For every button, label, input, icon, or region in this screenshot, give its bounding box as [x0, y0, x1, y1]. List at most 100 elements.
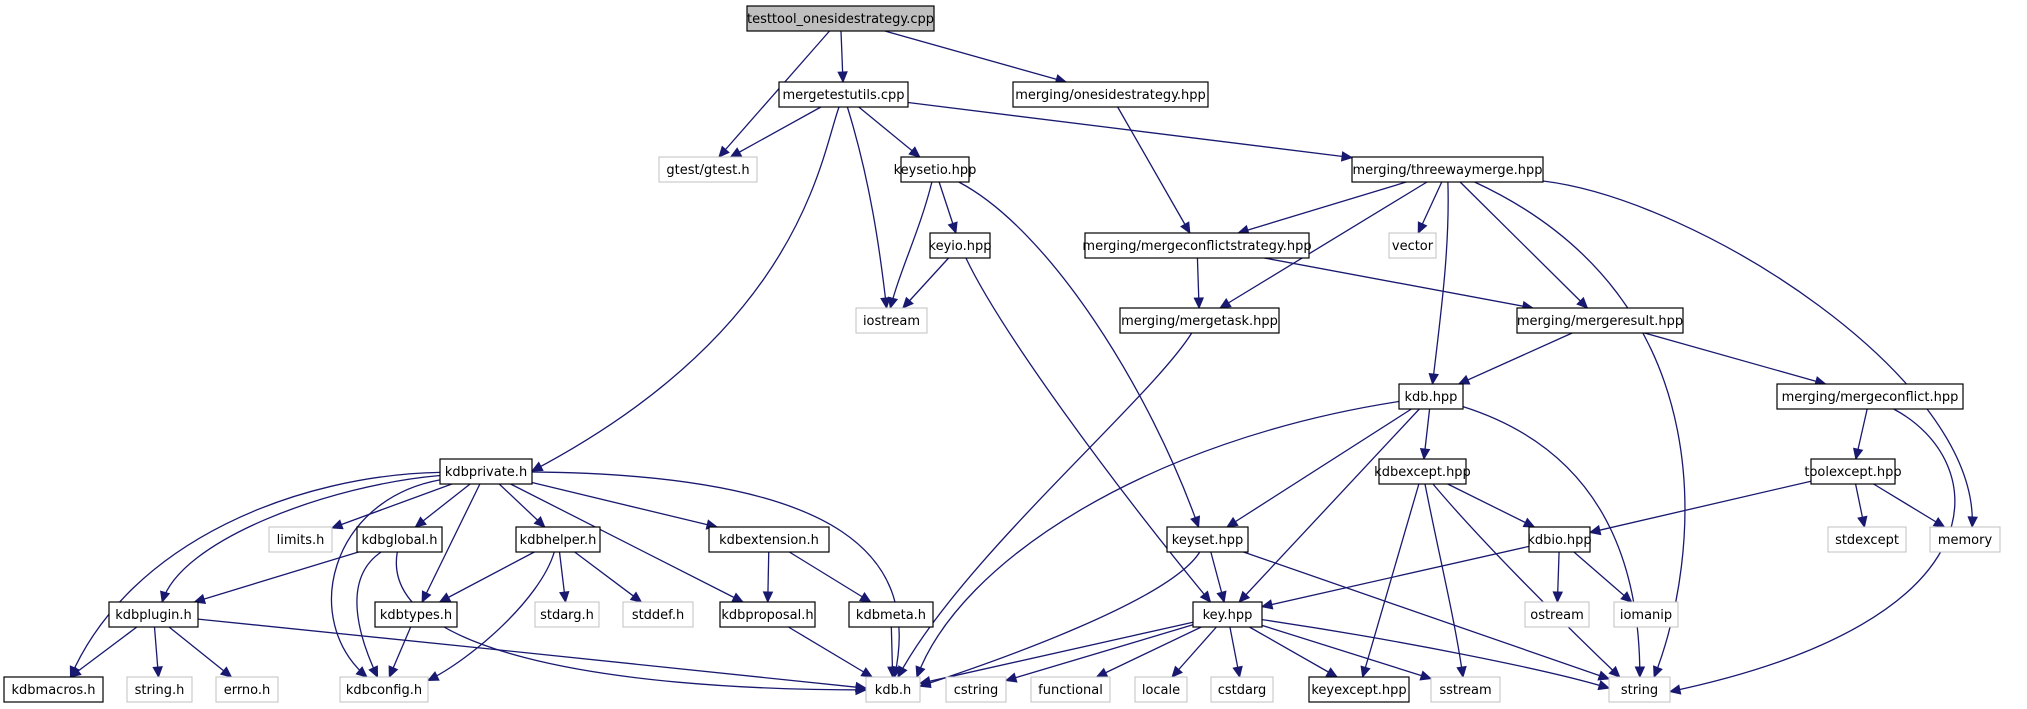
node-kdbglobal[interactable]: kdbglobal.h [356, 526, 443, 553]
node-keyio[interactable]: keyio.hpp [929, 232, 992, 259]
node-kdbexcept[interactable]: kdbexcept.hpp [1374, 458, 1471, 485]
node-mergeresult[interactable]: merging/mergeresult.hpp [1516, 307, 1684, 334]
node-label: mergetestutils.cpp [782, 88, 904, 103]
node-kdbplugin[interactable]: kdbplugin.h [108, 601, 199, 628]
node-string: string [1608, 676, 1671, 703]
edge-mergeconflict-to-string [1668, 408, 1956, 695]
node-box [1030, 676, 1111, 703]
node-box [848, 601, 934, 628]
node-threewaymerge[interactable]: merging/threewaymerge.hpp [1351, 156, 1544, 183]
node-box [929, 232, 991, 259]
edge-keyhpp-to-functional [1095, 626, 1202, 678]
node-box [855, 307, 928, 334]
arrowhead [1634, 666, 1646, 679]
node-box [268, 526, 333, 553]
node-kdbmacros[interactable]: kdbmacros.h [3, 676, 104, 703]
node-cstring: cstring [945, 676, 1007, 703]
edge-mergeconflict-to-toolexcept [1853, 408, 1868, 461]
arrowhead [1668, 684, 1682, 695]
node-kdbtypes[interactable]: kdbtypes.h [374, 601, 458, 628]
node-gtest: gtest/gtest.h [658, 156, 758, 183]
node-box [339, 676, 429, 703]
arrowhead [421, 590, 432, 604]
edge-mergeresult-to-kdbhpp [1457, 332, 1573, 385]
edge-mergeresult-to-mergeconflict [1644, 332, 1827, 387]
arrowhead [1588, 524, 1602, 536]
node-kdbio[interactable]: kdbio.hpp [1527, 526, 1592, 553]
node-keyhpp[interactable]: key.hpp [1192, 601, 1263, 628]
node-keyset[interactable]: keyset.hpp [1166, 526, 1249, 553]
node-box [1351, 156, 1544, 183]
node-box [1827, 526, 1907, 553]
node-label: key.hpp [1203, 608, 1253, 623]
arrowhead [1340, 151, 1354, 162]
node-mergeconflict[interactable]: merging/mergeconflict.hpp [1776, 383, 1964, 410]
node-stdexcept: stdexcept [1827, 526, 1907, 553]
node-kdbextension[interactable]: kdbextension.h [708, 526, 830, 553]
node-label: stdarg.h [540, 608, 594, 623]
node-kdbprivate[interactable]: kdbprivate.h [439, 458, 533, 485]
arrowhead [1218, 298, 1232, 309]
edge-kdbio-to-ostream [1552, 551, 1564, 604]
node-box [1012, 81, 1209, 108]
node-toolexcept[interactable]: toolexcept.hpp [1804, 458, 1902, 485]
node-mergetestutils[interactable]: mergetestutils.cpp [778, 81, 909, 108]
arrowhead [1597, 670, 1611, 681]
nodes-layer: testtool_onesidestrategy.cpp mergetestuti… [3, 5, 2001, 703]
arrowhead [1456, 665, 1467, 679]
edge-kdbhelper-to-kdbtypes [438, 551, 535, 603]
edge-kdbplugin-to-stringh [152, 626, 163, 679]
edge-kdbmeta-to-kdbh [887, 626, 898, 679]
node-kdbmeta[interactable]: kdbmeta.h [848, 601, 934, 628]
node-box [1166, 526, 1249, 553]
edge-kdbglobal-to-kdbplugin [193, 551, 359, 604]
node-label: keyexcept.hpp [1311, 683, 1406, 698]
node-kdbproposal[interactable]: kdbproposal.h [719, 601, 816, 628]
node-box [534, 601, 600, 628]
node-mcstrategy[interactable]: merging/mergeconflictstrategy.hpp [1082, 232, 1312, 259]
edges-layer [69, 30, 1978, 696]
node-keyexcept[interactable]: keyexcept.hpp [1308, 676, 1410, 703]
node-box [1378, 458, 1467, 485]
edge-mergetestutils-to-gtest [729, 106, 822, 158]
edge-mergetestutils-to-kdbprivate [530, 106, 840, 472]
node-sstream: sstream [1430, 676, 1501, 703]
node-locale: locale [1134, 676, 1188, 703]
node-kdbhelper[interactable]: kdbhelper.h [515, 526, 601, 553]
node-label: keyset.hpp [1172, 533, 1244, 548]
arrowhead [887, 296, 899, 310]
node-label: string [1621, 683, 1658, 698]
edge-kdbexcept-to-kdbio [1447, 483, 1536, 528]
node-label: cstring [954, 683, 998, 698]
node-stddef: stddef.h [622, 601, 694, 628]
arrowhead [947, 221, 958, 235]
edge-keyhpp-to-kdbh [918, 621, 1194, 687]
node-box [1119, 307, 1280, 334]
edge-toolexcept-to-kdbio [1588, 480, 1812, 536]
arrowhead [918, 676, 932, 687]
node-label: ostream [1530, 608, 1584, 623]
node-label: iostream [863, 314, 920, 329]
node-kdbhpp[interactable]: kdb.hpp [1398, 383, 1464, 410]
node-root[interactable]: testtool_onesidestrategy.cpp [746, 5, 935, 32]
arrowhead [1419, 447, 1431, 461]
edge-keyio-to-iostream [902, 257, 950, 309]
edge-kdbhpp-to-string [1462, 406, 1646, 679]
arrowhead [1522, 517, 1536, 528]
node-label: kdbmeta.h [856, 608, 926, 623]
edge-kdbhpp-to-kdbh [915, 400, 1400, 679]
arrowhead [762, 591, 774, 604]
arrowhead [915, 665, 926, 679]
node-keysetio[interactable]: keysetio.hpp [894, 156, 977, 183]
edge-threewaymerge-to-kdbhpp [1428, 181, 1449, 386]
edge-keyhpp-to-cstring [1004, 624, 1194, 683]
node-onesidestrategy[interactable]: merging/onesidestrategy.hpp [1012, 81, 1209, 108]
edge-keysetio-to-keyset [958, 181, 1201, 529]
node-box [1134, 676, 1188, 703]
edge-toolexcept-to-stdexcept [1854, 483, 1868, 529]
node-label: merging/onesidestrategy.hpp [1015, 88, 1206, 103]
node-mergetask[interactable]: merging/mergetask.hpp [1119, 307, 1280, 334]
arrowhead [880, 296, 891, 310]
arrowhead [1608, 665, 1621, 678]
node-label: kdbextension.h [719, 533, 819, 548]
